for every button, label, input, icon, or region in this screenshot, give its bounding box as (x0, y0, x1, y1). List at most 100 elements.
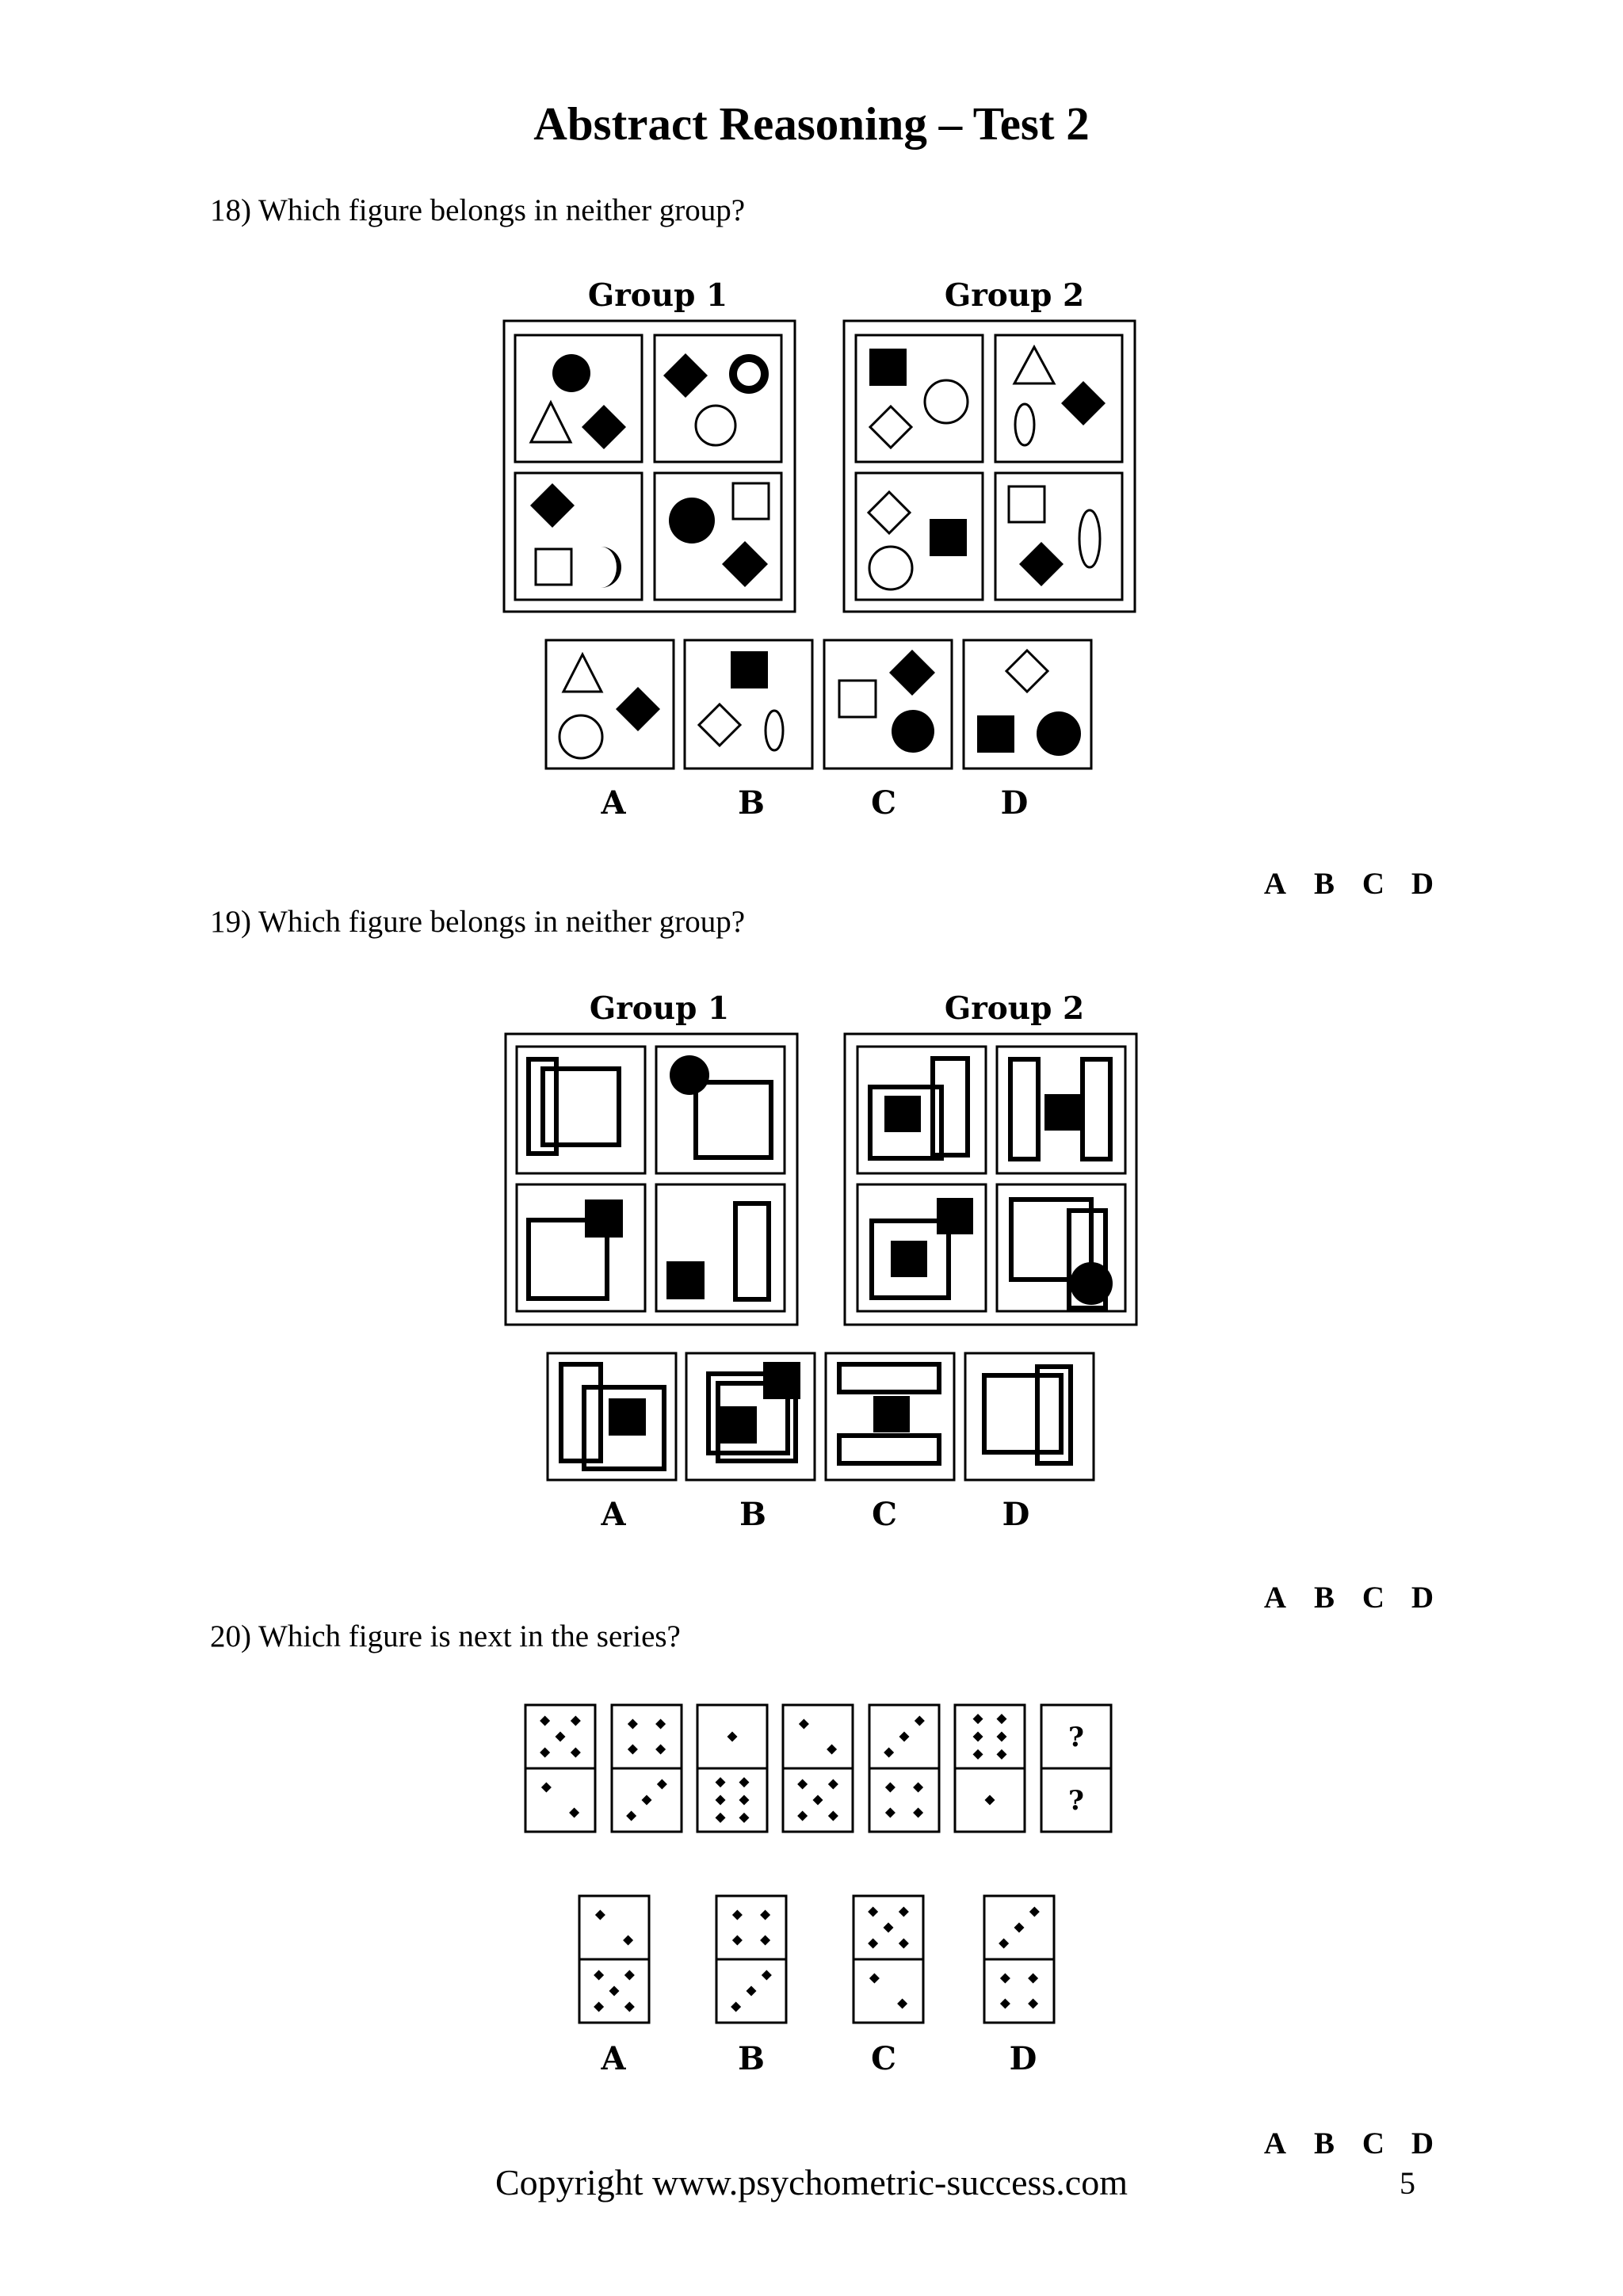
series-domino-5-top-pip (884, 1747, 895, 1758)
q20-option-a-bottom-pip (594, 1970, 605, 1981)
series-domino-2-bottom-pip (641, 1794, 652, 1806)
q20-option-b-top-pip (731, 1909, 743, 1920)
q20-option-b[interactable] (715, 1894, 788, 2024)
group-1-cell-2 (653, 334, 783, 463)
q20-option-c[interactable] (852, 1894, 925, 2024)
series-domino-2-top-pip (655, 1718, 666, 1730)
q18-answer-a[interactable]: A (1263, 867, 1287, 901)
series-domino-2 (610, 1703, 683, 1833)
q19-option-d-label: D (1002, 1496, 1030, 1533)
q20-option-a[interactable] (578, 1894, 651, 2024)
group-2-cell-3 (856, 1183, 987, 1313)
group-2-cell-2 (995, 1045, 1127, 1175)
q18-answer-b[interactable]: B (1313, 867, 1335, 901)
q20-option-b-bottom-pip (746, 1985, 757, 1997)
series-domino-4 (781, 1703, 854, 1833)
q20-option-d-bottom-pip (1028, 1998, 1039, 2009)
q20-option-a-top-pip (623, 1935, 634, 1946)
q19-answer-b[interactable]: B (1313, 1581, 1335, 1615)
series-domino-4-bottom-pip (797, 1779, 808, 1790)
series-domino-1-top-pip (570, 1747, 581, 1758)
question-18: 18) Which figure belongs in neither grou… (210, 193, 745, 228)
q20-option-d-label: D (1009, 2040, 1037, 2077)
q20-answer-b[interactable]: B (1313, 2126, 1335, 2161)
group-2-panel (842, 319, 1136, 613)
series-domino-4-bottom-pip (827, 1810, 838, 1821)
q20-option-d[interactable] (983, 1894, 1056, 2024)
series-domino-4-bottom-pip (797, 1810, 808, 1821)
series-domino-2-bottom-pip (626, 1810, 637, 1821)
series-domino-6 (953, 1703, 1026, 1833)
series-domino-4-top-pip (827, 1744, 838, 1755)
question-19: 19) Which figure belongs in neither grou… (210, 904, 745, 940)
q18-answer-d[interactable]: D (1411, 867, 1434, 901)
q18-option-c[interactable] (823, 639, 953, 770)
q20-answer-c[interactable]: C (1361, 2126, 1385, 2161)
q19-answer-c[interactable]: C (1361, 1581, 1385, 1615)
q18-option-d-label: D (1000, 784, 1029, 822)
q20-option-a-bottom-pip (594, 2001, 605, 2012)
series-domino-1-top-pip (570, 1715, 581, 1726)
q19-answer-d[interactable]: D (1411, 1581, 1434, 1615)
group-1-cell-1 (515, 1045, 647, 1175)
q20-option-b-top-pip (731, 1935, 743, 1946)
group-1-cell-4 (653, 471, 783, 601)
q18-answer-c[interactable]: C (1361, 867, 1385, 901)
q20-answer-a[interactable]: A (1263, 2126, 1287, 2161)
series-domino-1-bottom-pip (569, 1807, 580, 1818)
group-1-cell-3 (515, 1183, 647, 1313)
series-domino-6-top-pip (996, 1731, 1007, 1742)
series-domino-6-top-pip (972, 1714, 983, 1725)
series-domino-2-top-pip (627, 1744, 638, 1755)
series-domino-4-bottom-pip (812, 1794, 823, 1806)
q19-option-c-label: C (872, 1496, 897, 1533)
page-number: 5 (1400, 2165, 1415, 2201)
q20-option-c-top-pip (898, 1906, 909, 1917)
q20-option-c-label: C (871, 2040, 896, 2077)
q20-option-a-bottom-pip (624, 1970, 635, 1981)
group-1-cell-3 (514, 471, 643, 601)
q19-option-a[interactable] (546, 1352, 678, 1482)
series-domino-3-bottom-pip (715, 1794, 726, 1806)
series-domino-7-top-question-mark: ? (1068, 1722, 1084, 1753)
q20-option-c-top-pip (868, 1906, 879, 1917)
series-domino-6-top-pip (972, 1749, 983, 1760)
group-2-cell-1 (856, 1045, 987, 1175)
series-domino-6-bottom-pip (984, 1794, 995, 1806)
group-1-cell-2 (655, 1045, 786, 1175)
copyright-footer: Copyright www.psychometric-success.com (495, 2162, 1128, 2203)
series-domino-3-bottom-pip (715, 1777, 726, 1788)
series-domino-2-top-pip (655, 1744, 666, 1755)
series-domino-5-bottom-pip (884, 1807, 896, 1818)
q20-answer-d[interactable]: D (1411, 2126, 1434, 2161)
question-text: Which figure belongs in neither group? (258, 905, 746, 939)
series-domino-1-top-pip (555, 1731, 566, 1742)
group-2-cell-3 (854, 471, 984, 601)
group-2-label: Group 2 (944, 990, 1085, 1027)
q19-answer-a[interactable]: A (1263, 1581, 1287, 1615)
q20-option-a-label: A (601, 2040, 626, 2077)
q18-option-b[interactable] (683, 639, 814, 770)
series-domino-1 (524, 1703, 597, 1833)
series-domino-1-top-pip (540, 1747, 551, 1758)
group-1-cell-4 (655, 1183, 786, 1313)
series-domino-5 (868, 1703, 941, 1833)
question-number: 19) (210, 905, 251, 939)
series-domino-6-top-pip (972, 1731, 983, 1742)
q18-answer-choices: A B C D (1262, 866, 1436, 902)
series-domino-5-top-pip (914, 1715, 925, 1726)
series-domino-6-top-pip (996, 1714, 1007, 1725)
q20-option-b-label: B (738, 2040, 765, 2077)
series-domino-3-top-pip (727, 1731, 738, 1742)
q20-option-c-top-pip (868, 1938, 879, 1949)
q19-option-d[interactable] (964, 1352, 1095, 1482)
series-domino-7: ?? (1040, 1703, 1113, 1833)
q19-option-c[interactable] (824, 1352, 956, 1482)
q18-option-a[interactable] (544, 639, 675, 770)
series-domino-3-bottom-pip (739, 1777, 750, 1788)
series-domino-7-bottom-question-mark: ? (1068, 1785, 1084, 1817)
q19-option-b[interactable] (685, 1352, 816, 1482)
q18-option-d[interactable] (962, 639, 1093, 770)
q20-option-d-bottom-pip (1028, 1973, 1039, 1984)
